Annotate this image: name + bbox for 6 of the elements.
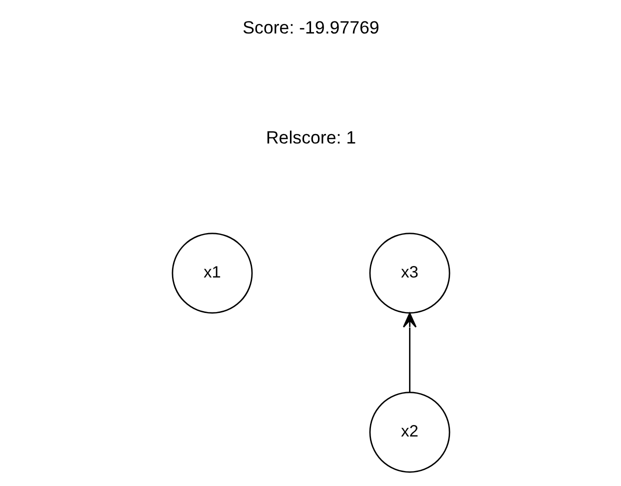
node-circle: x1 [171, 232, 252, 314]
arrow [402, 312, 416, 392]
label: Relscore: 1 [265, 127, 356, 148]
node-circle: x3 [368, 232, 450, 314]
label: Score: -19.97769 [242, 18, 379, 38]
node-circle: x2 [368, 392, 450, 473]
